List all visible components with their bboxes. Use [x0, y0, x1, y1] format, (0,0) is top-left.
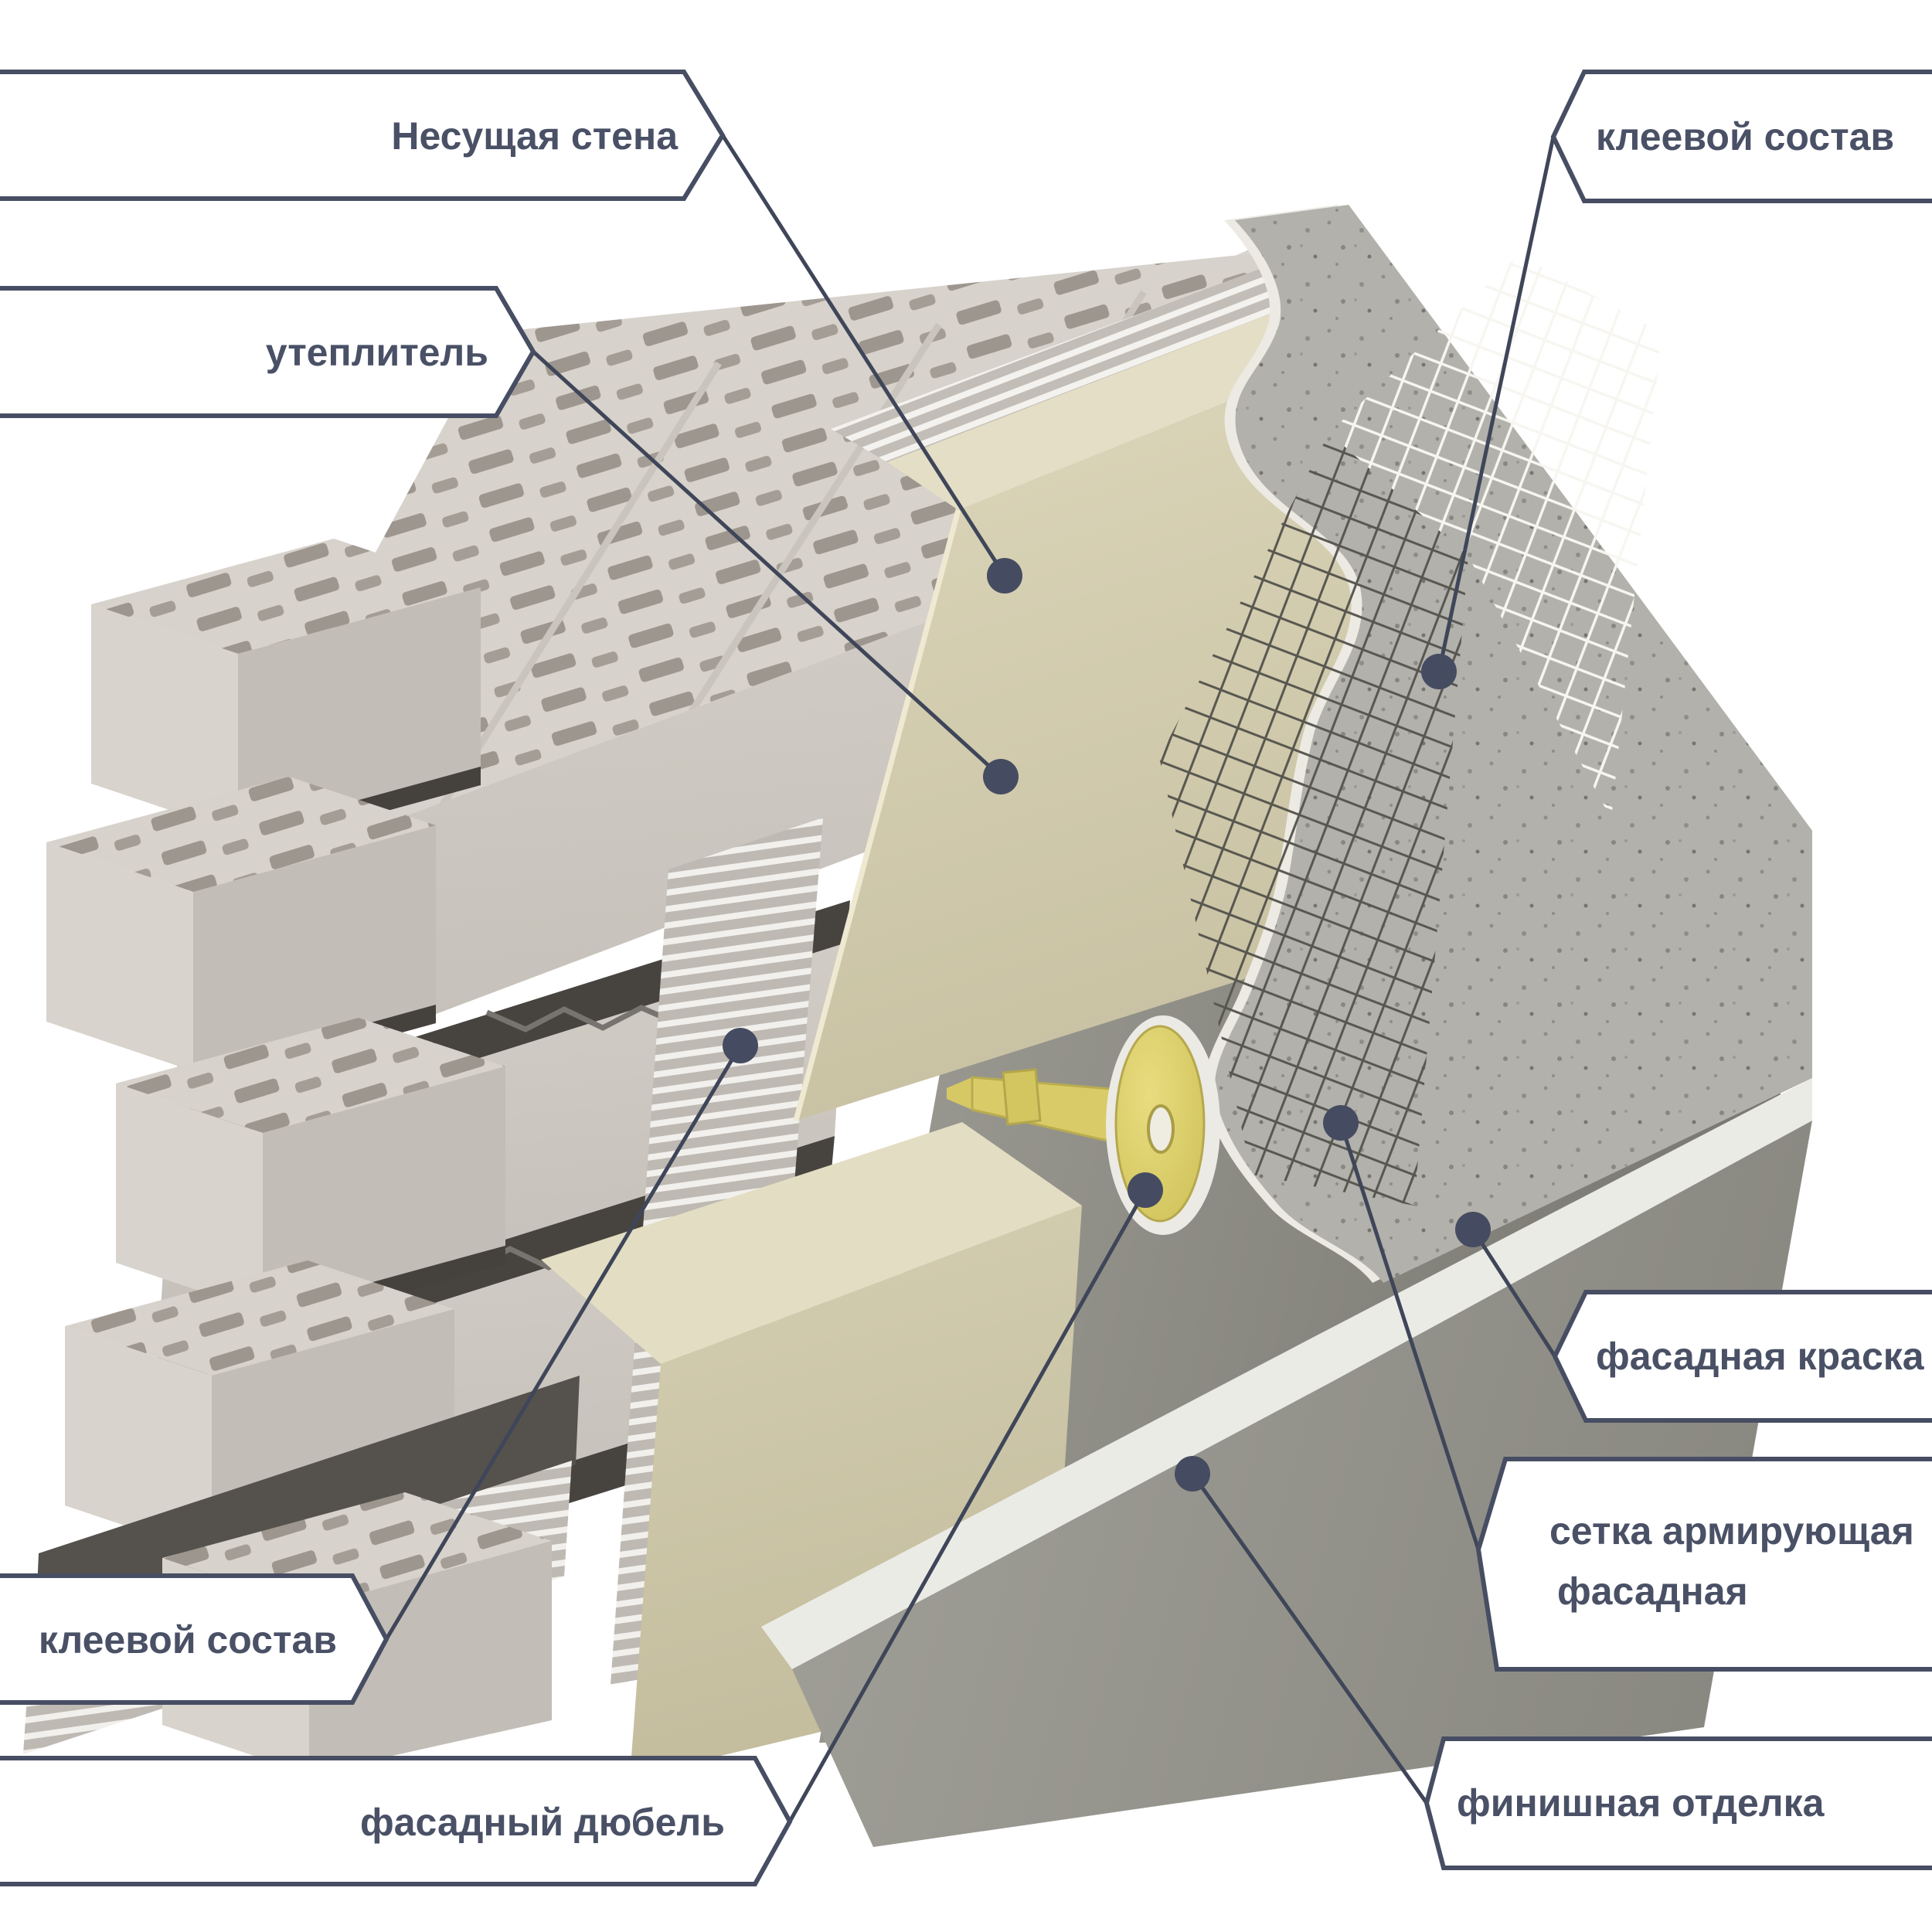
leader-uteplitel [532, 350, 1002, 778]
callout-label: клеевой состав [39, 1618, 337, 1662]
callout-label: Несущая стена [391, 114, 679, 158]
anchor-dot-kleevoy-verh [1421, 654, 1457, 689]
callout-finishnaya-otdelka: финишная отделка [1423, 1736, 1932, 1870]
brick-top [46, 777, 436, 892]
brick-side [193, 825, 436, 1071]
leader-fasadnaya-kraska [1471, 1228, 1557, 1358]
insulation-board-edge-highlight [793, 509, 961, 1121]
callout-label-line1: сетка армирующая [1549, 1509, 1914, 1553]
brick-front [91, 604, 238, 833]
callout-box [0, 286, 536, 418]
brick-front [46, 842, 193, 1071]
callout-fasadny-dyubel: фасадный дюбель [0, 1756, 793, 1886]
insulation-lower-board-top [541, 1122, 1082, 1364]
anchor-dot-uteplitel [983, 759, 1019, 794]
facade-dowel-pin [947, 1068, 1122, 1145]
brick-top [65, 1260, 454, 1376]
brick-seam [666, 322, 942, 749]
leader-finishnaya [1190, 1472, 1429, 1804]
facade-dowel-disc [1106, 1015, 1220, 1235]
reinforcing-mesh [1159, 255, 1662, 1206]
anchor-dot-nesushchaya-stena [987, 558, 1022, 594]
leader-nesushchaya-stena [720, 134, 1007, 577]
callout-box [1552, 1290, 1932, 1423]
callout-label: фасадный дюбель [360, 1801, 725, 1844]
brick-side [238, 587, 481, 833]
leader-lines [384, 134, 1557, 1823]
mesh-exposed-white [1329, 255, 1662, 819]
leader-setka [1338, 1122, 1481, 1550]
callout-label: утеплитель [266, 331, 488, 374]
callout-box [0, 70, 726, 201]
leader-kleevoy-niz [384, 1044, 743, 1641]
callout-box [1550, 70, 1932, 203]
callout-label: финишная отделка [1457, 1781, 1825, 1825]
anchor-dot-kleevoy-niz [723, 1028, 758, 1063]
brick-side [263, 1066, 505, 1312]
brick-front [116, 1083, 263, 1312]
callouts: Несущая стена утеплитель клеевой состав … [0, 70, 1932, 1886]
leader-dyubel [787, 1189, 1148, 1823]
anchor-dot-setka [1323, 1105, 1359, 1141]
mesh-embedded-dark [1159, 433, 1468, 1206]
callout-label: клеевой состав [1596, 115, 1894, 158]
adhesive-comb-top-band [831, 249, 1366, 462]
callout-uteplitel: утеплитель [0, 286, 536, 418]
dowel-disc-hole [1147, 1104, 1175, 1154]
callout-label: фасадная краска [1596, 1335, 1925, 1378]
white-underlayer-band [761, 1078, 1812, 1669]
anchor-dot-finishnaya [1175, 1456, 1210, 1492]
anchor-dot-fasadnaya-kraska [1455, 1212, 1491, 1247]
brick-top [116, 1018, 505, 1133]
callout-nesushchaya-stena: Несущая стена [0, 70, 726, 201]
brick-front [65, 1326, 212, 1555]
callout-kleevoy-sostav-niz: клеевой состав [0, 1573, 389, 1705]
callout-box [0, 1573, 389, 1705]
callout-fasadnaya-kraska: фасадная краска [1552, 1290, 1932, 1423]
masonry-anchor-strip [485, 1005, 682, 1032]
callout-setka-armiruyushchaya: сетка армирующая фасадная [1475, 1457, 1932, 1672]
callout-box [1475, 1457, 1932, 1672]
dowel-pin-collar [1002, 1068, 1042, 1126]
brick-side [309, 1541, 552, 1774]
brick-top [91, 539, 481, 654]
dowel-pin-tip [947, 1077, 972, 1110]
callout-box [1423, 1736, 1932, 1870]
callout-kleevoy-sostav-verh: клеевой состав [1550, 70, 1932, 203]
leader-kleevoy-verh [1437, 136, 1556, 672]
anchor-dot-dyubel [1128, 1172, 1163, 1208]
callout-box [0, 1756, 793, 1886]
callout-label-line2: фасадная [1557, 1570, 1748, 1613]
